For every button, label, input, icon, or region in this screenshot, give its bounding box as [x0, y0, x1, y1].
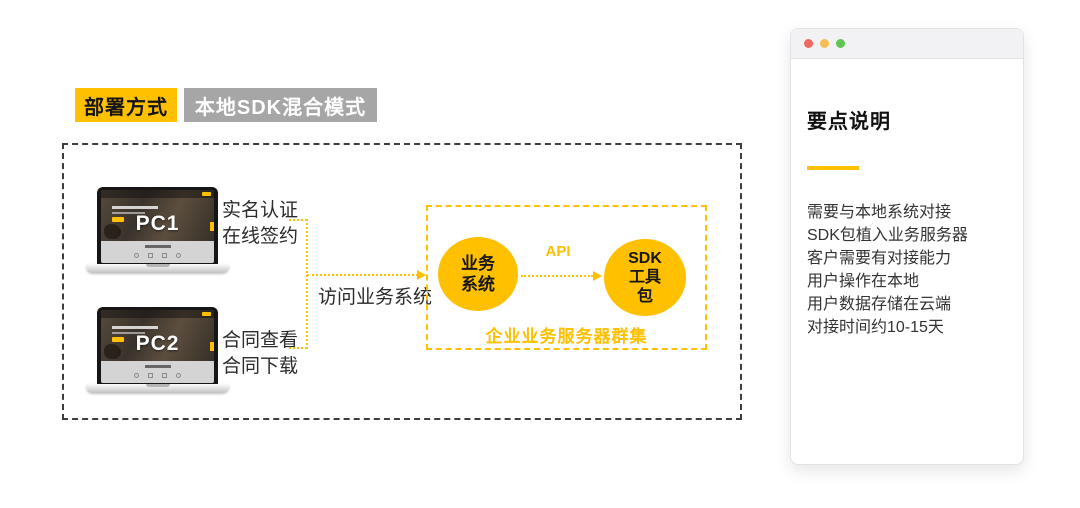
window-maximize-dot-icon: [836, 39, 845, 48]
gavel-photo-silhouette: [104, 344, 121, 359]
laptop-pc1-base: [86, 264, 229, 273]
key-point: 对接时间约10-15天: [807, 319, 944, 336]
key-points-list: 需要与本地系统对接 SDK包植入业务服务器 客户需要有对接能力 用户操作在本地 …: [807, 201, 1007, 339]
key-point: 需要与本地系统对接: [807, 204, 952, 221]
website-subline: [112, 212, 145, 214]
website-cta-button: [112, 217, 124, 222]
key-point: SDK包植入业务服务器: [807, 227, 968, 244]
pc1-annotations: 实名认证 在线签约: [222, 198, 298, 250]
website-navbar-button: [202, 192, 211, 196]
sdk-node-line1: SDK: [628, 250, 662, 267]
flow-label: 访问业务系统: [318, 287, 433, 308]
api-arrow-head-icon: [593, 271, 602, 281]
window-close-dot-icon: [804, 39, 813, 48]
pc1-note-onlinesign: 在线签约: [222, 226, 299, 247]
footer-icon-row: [101, 373, 214, 378]
pc1-note-realname: 实名认证: [222, 200, 299, 221]
panel-title: 要点说明: [807, 111, 891, 133]
website-navbar: [101, 310, 214, 318]
website-navbar-button: [202, 312, 211, 316]
key-point: 客户需要有对接能力: [807, 250, 952, 267]
gavel-photo-silhouette: [104, 224, 121, 239]
connector-pc2-line: [289, 347, 307, 349]
laptop-pc2-base: [86, 384, 229, 393]
diagram-outer-frame: [62, 143, 742, 420]
business-node-line2: 系统: [461, 275, 495, 294]
website-cta-button: [112, 337, 124, 342]
window-minimize-dot-icon: [820, 39, 829, 48]
panel-body: 要点说明 需要与本地系统对接 SDK包植入业务服务器 客户需要有对接能力 用户操…: [791, 105, 1023, 339]
laptop-pc2: PC2: [97, 307, 218, 385]
footer-circle-icon: [134, 373, 139, 378]
website-side-accent: [210, 222, 214, 232]
footer-circle-icon: [134, 253, 139, 258]
website-footer-band: [101, 361, 214, 383]
main-arrow-head-icon: [417, 270, 426, 280]
api-arrow-line: [521, 275, 593, 277]
laptop-pc1-screen: PC1: [101, 190, 214, 263]
footer-square-icon: [162, 373, 167, 378]
connector-pc1-line: [289, 219, 307, 221]
footer-text-line: [144, 365, 171, 368]
website-headline-line: [112, 206, 158, 209]
footer-icon-row: [101, 253, 214, 258]
connector-main-arrow-line: [307, 274, 418, 276]
laptop-pc2-screen: PC2: [101, 310, 214, 383]
deployment-mode-badge: 部署方式: [75, 88, 177, 122]
business-system-node: 业务 系统: [438, 237, 518, 311]
key-point: 用户操作在本地: [807, 273, 920, 290]
laptop-pc1: PC1: [97, 187, 218, 265]
sdk-hybrid-mode-badge: 本地SDK混合模式: [184, 88, 377, 122]
website-headline-line: [112, 326, 158, 329]
connector-trunk-line: [306, 219, 308, 349]
server-cluster-frame: [426, 205, 707, 350]
pc2-annotations: 合同查看 合同下载: [222, 328, 298, 380]
business-node-line1: 业务: [461, 254, 495, 273]
footer-square-icon: [162, 253, 167, 258]
website-footer-band: [101, 241, 214, 263]
website-side-accent: [210, 342, 214, 352]
sdk-toolkit-node: SDK 工具 包: [604, 239, 686, 316]
browser-titlebar: [791, 29, 1023, 59]
website-subline: [112, 332, 145, 334]
panel-title-divider: [807, 166, 859, 170]
footer-circle-icon: [176, 373, 181, 378]
footer-square-icon: [148, 253, 153, 258]
footer-square-icon: [148, 373, 153, 378]
key-point: 用户数据存储在云端: [807, 296, 952, 313]
pc2-note-download-contract: 合同下载: [222, 356, 299, 377]
sdk-node-line2: 工具: [628, 269, 661, 286]
cluster-label: 企业业务服务器群集: [485, 327, 648, 346]
pc1-label: PC1: [135, 212, 180, 235]
pc2-note-view-contract: 合同查看: [222, 330, 299, 351]
pc2-label: PC2: [135, 332, 180, 355]
website-navbar: [101, 190, 214, 198]
sdk-node-line3: 包: [636, 288, 653, 305]
api-label: API: [545, 243, 571, 260]
footer-text-line: [144, 245, 171, 248]
key-points-panel: 要点说明 需要与本地系统对接 SDK包植入业务服务器 客户需要有对接能力 用户操…: [790, 28, 1024, 465]
footer-circle-icon: [176, 253, 181, 258]
